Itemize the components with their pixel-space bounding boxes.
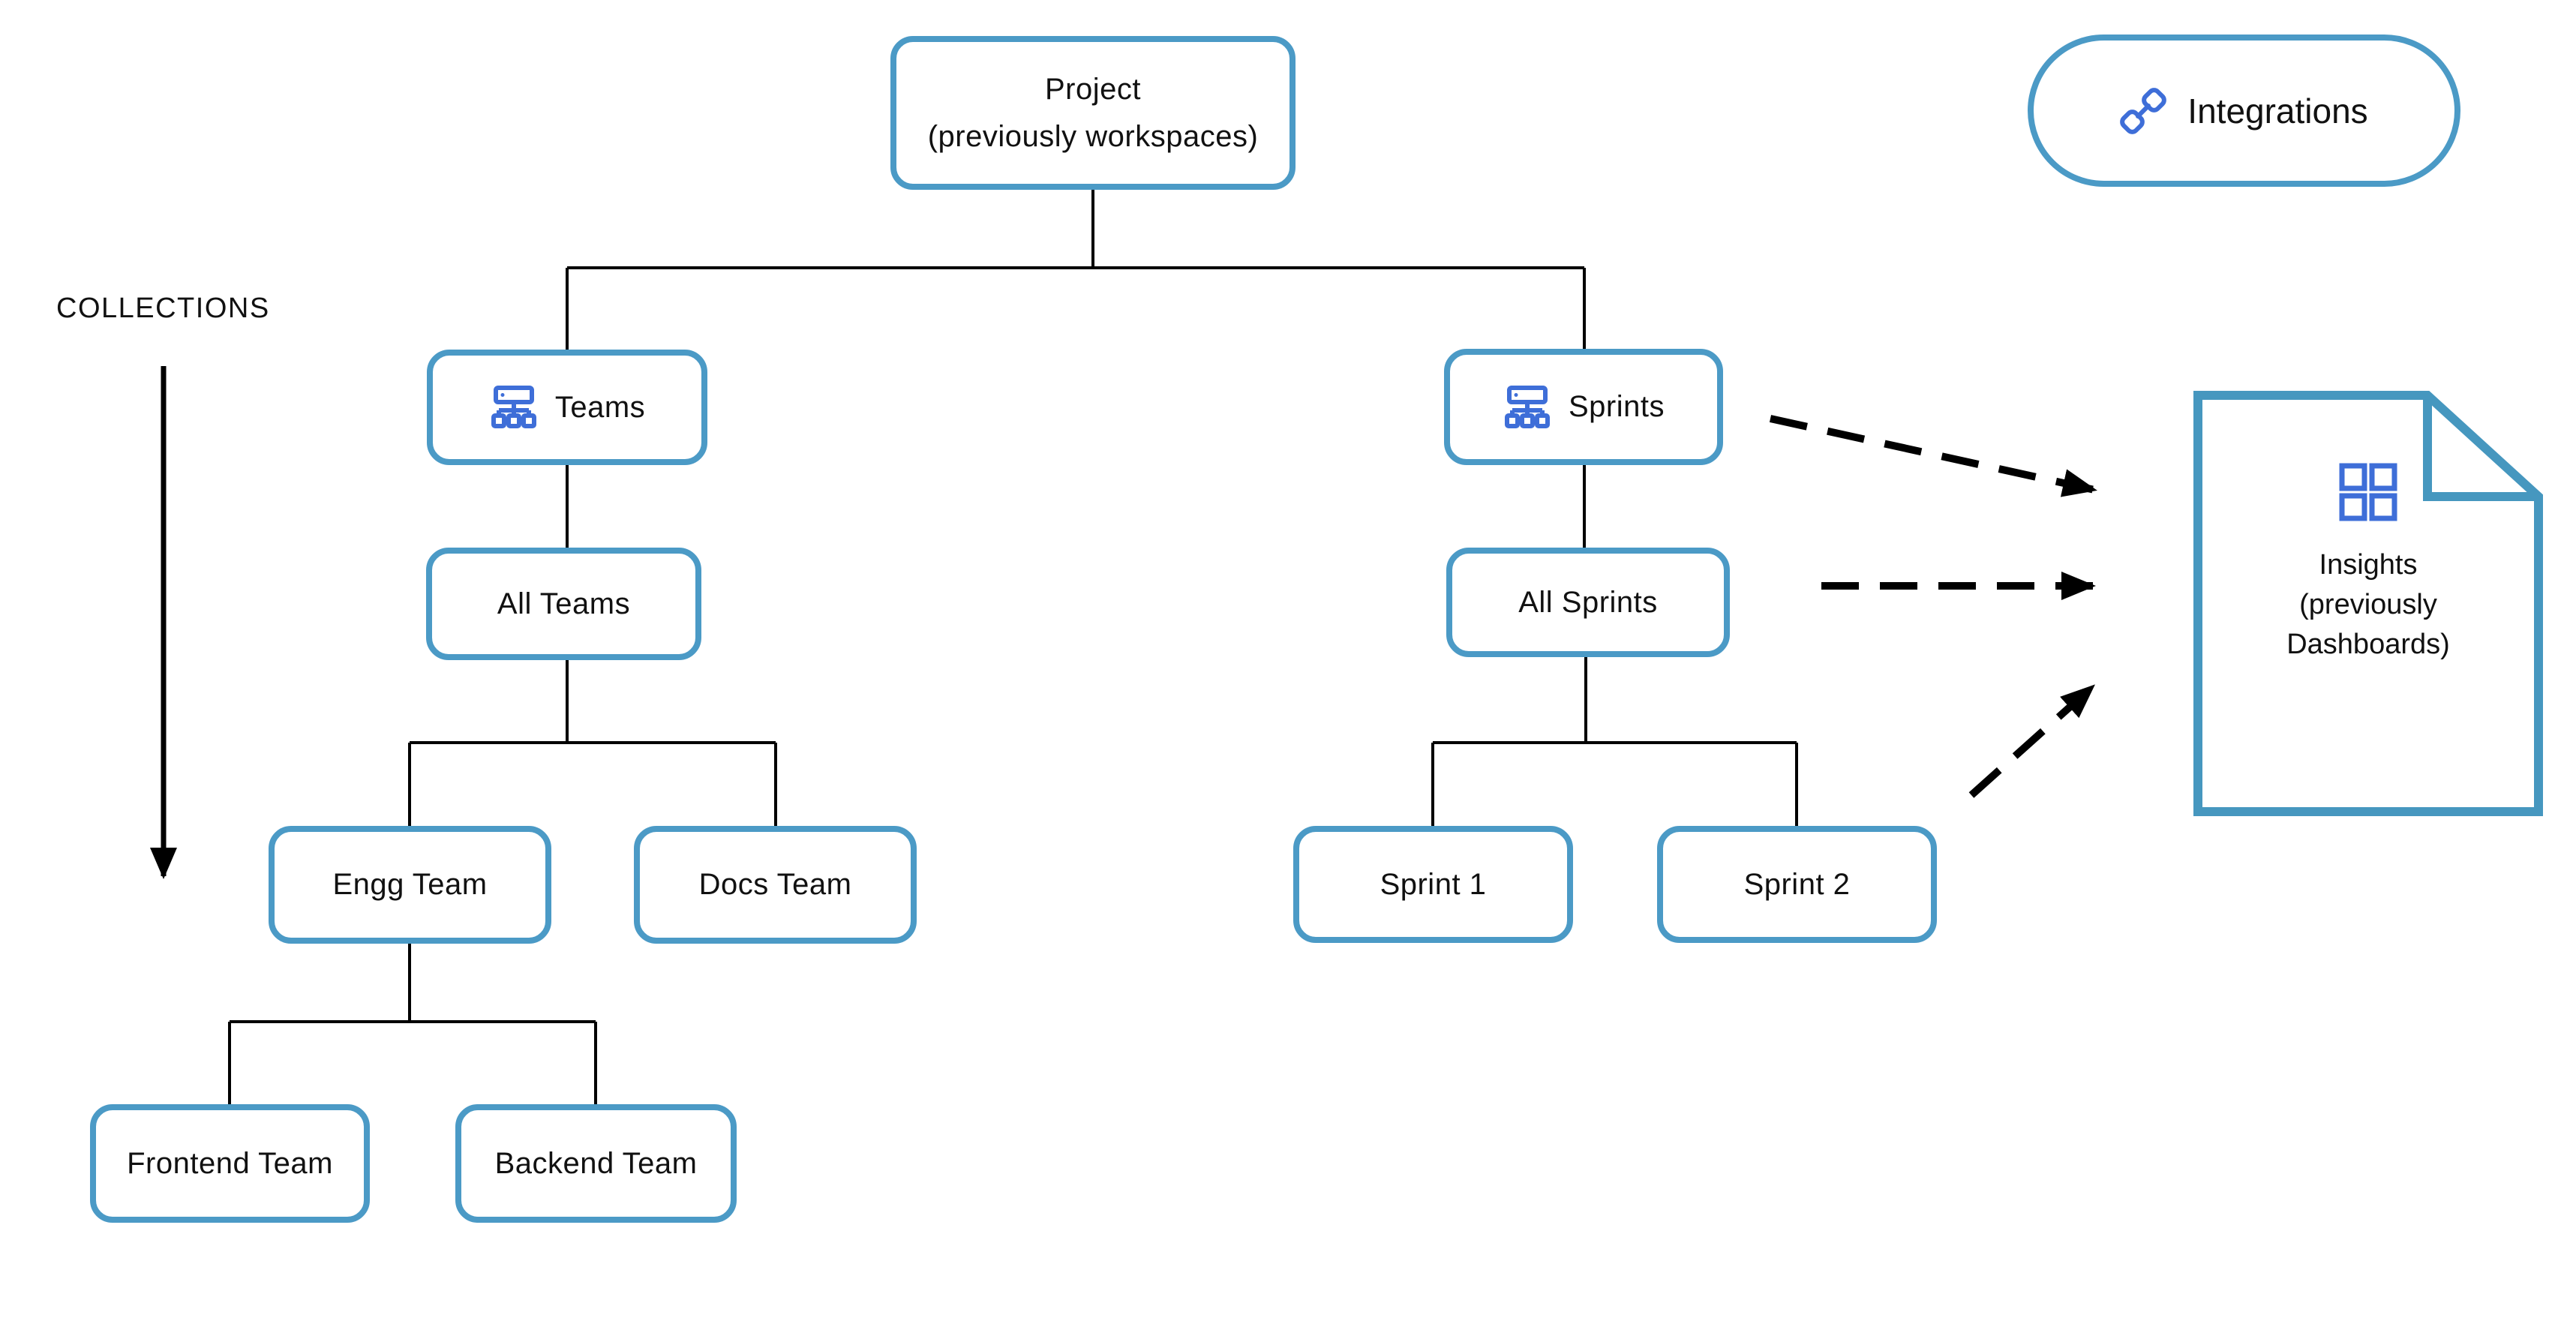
link-plug-icon [2120,87,2167,134]
node-backend-team[interactable]: Backend Team [455,1104,737,1223]
project-label-line2: (previously workspaces) [927,119,1259,153]
node-teams[interactable]: Teams [427,350,707,465]
integrations-label: Integrations [2187,91,2368,131]
node-sprint-2[interactable]: Sprint 2 [1657,826,1937,943]
all-sprints-label: All Sprints [1518,585,1658,619]
node-all-teams[interactable]: All Teams [426,548,701,660]
all-teams-label: All Teams [497,587,631,620]
node-project[interactable]: Project (previously workspaces) [890,36,1296,190]
backend-team-label: Backend Team [494,1146,698,1180]
insights-dashed-arrows [1769,415,2097,798]
docs-team-label: Docs Team [698,868,852,901]
frontend-team-label: Frontend Team [127,1146,333,1180]
sprint-1-label: Sprint 1 [1380,867,1487,901]
node-engg-team[interactable]: Engg Team [269,826,551,944]
engg-team-label: Engg Team [332,868,488,901]
sprint-2-label: Sprint 2 [1743,867,1851,901]
insights-label-line1: Insights [2319,549,2418,581]
tree-connectors [228,190,1798,1104]
node-sprints[interactable]: Sprints [1444,349,1723,465]
node-frontend-team[interactable]: Frontend Team [90,1104,370,1223]
node-all-sprints[interactable]: All Sprints [1446,548,1730,657]
teams-label: Teams [554,390,646,424]
document-outline [2193,391,2543,816]
sprints-label: Sprints [1569,390,1665,423]
node-sprint-1[interactable]: Sprint 1 [1293,826,1573,943]
collections-label: COLLECTIONS [56,293,270,324]
node-docs-team[interactable]: Docs Team [634,826,917,944]
sitemap-icon [491,386,536,428]
integrations-pill[interactable]: Integrations [2028,35,2460,187]
insights-label-line2: (previously [2299,589,2437,620]
project-label-line1: Project [1045,72,1141,106]
sitemap-icon [1505,385,1550,428]
insights-label-line3: Dashboards) [2286,629,2450,660]
dashboard-grid-icon [2339,463,2397,521]
insights-document[interactable]: Insights (previously Dashboards) [2193,391,2543,816]
